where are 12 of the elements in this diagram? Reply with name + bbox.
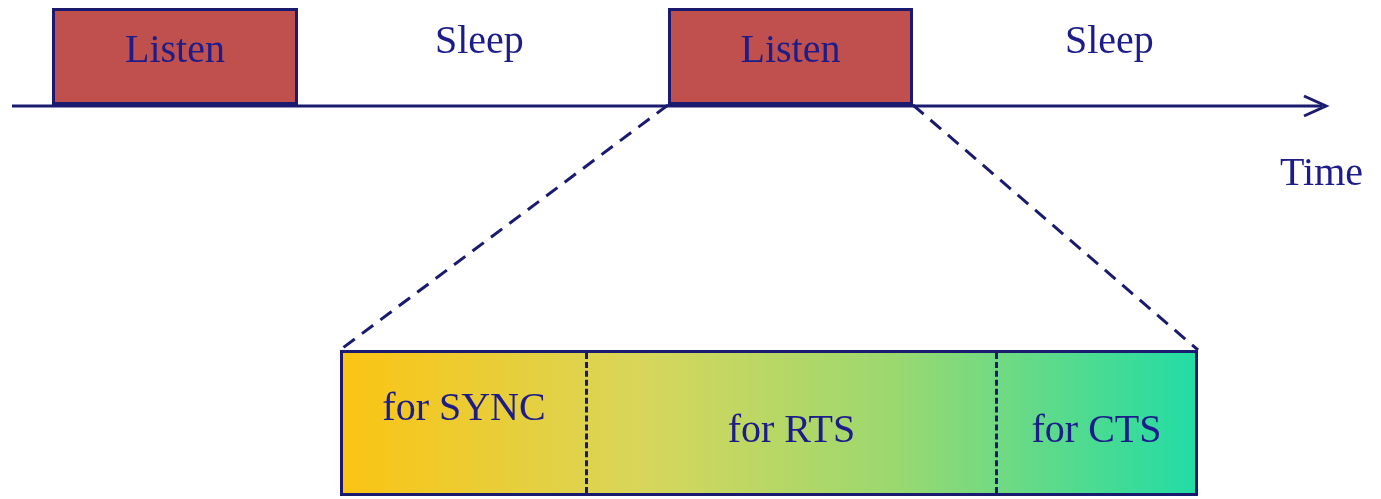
segment-label: for CTS xyxy=(1030,409,1163,449)
pulse-box xyxy=(668,8,913,105)
zoom-line xyxy=(912,103,1199,352)
segment-label: for SYNC xyxy=(381,387,547,427)
axis-label: Time xyxy=(1280,152,1363,192)
period-label: Sleep xyxy=(1065,20,1154,60)
timeline-bar xyxy=(340,350,1198,496)
pulse-box xyxy=(52,8,298,105)
segment-label: Listen xyxy=(124,29,226,69)
segment-label: Listen xyxy=(739,29,842,69)
segment-label: for RTS xyxy=(726,409,857,449)
period-label: Sleep xyxy=(435,20,524,60)
